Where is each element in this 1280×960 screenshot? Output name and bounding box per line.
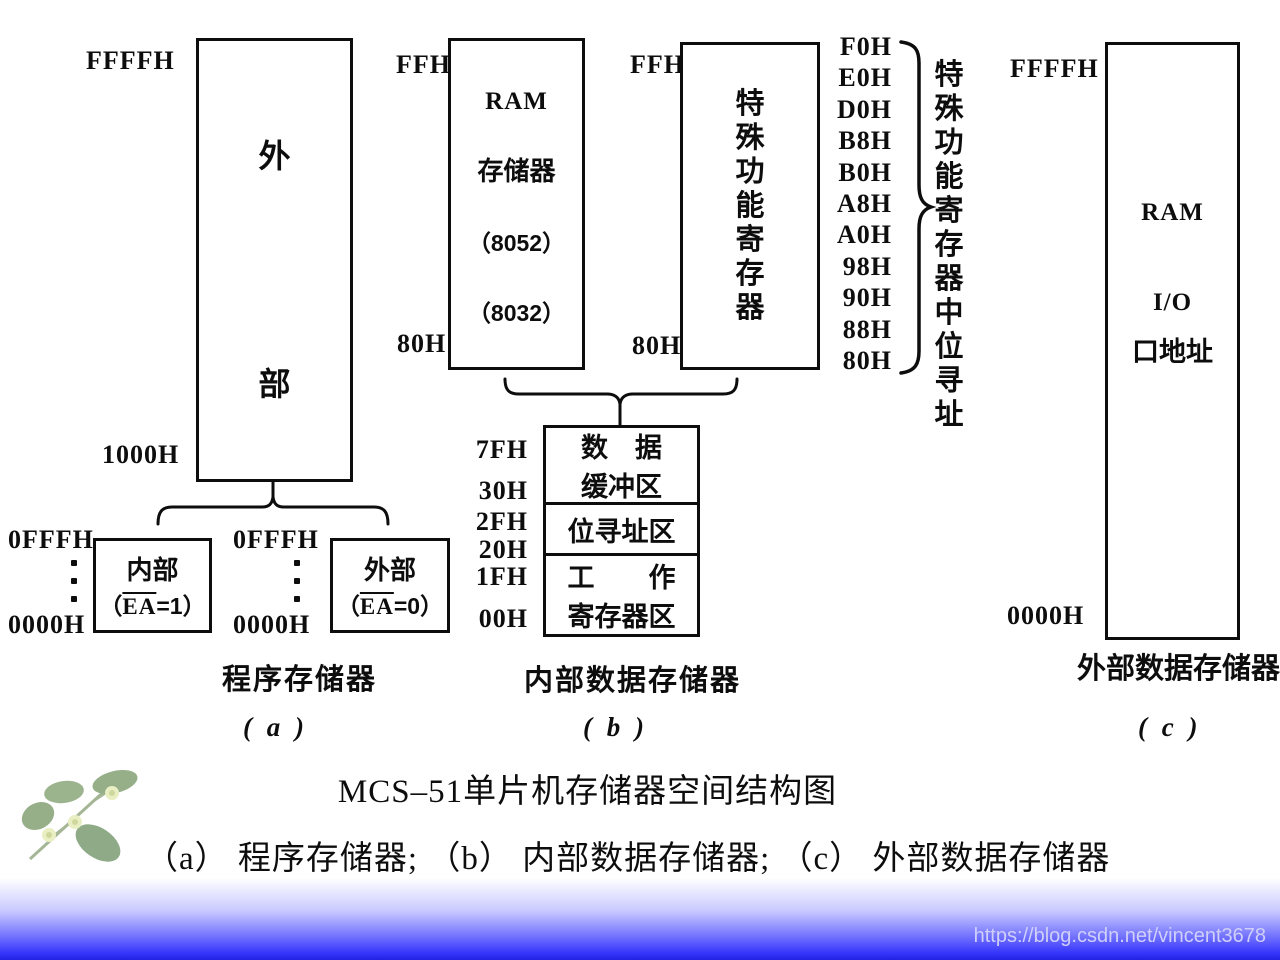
tag-a: ( a )	[243, 712, 308, 742]
vertical-ellipsis-icon	[71, 560, 77, 602]
sfr-address-list: F0H E0H D0H B8H B0H A8H A0H 98H 90H 88H …	[836, 34, 892, 374]
addr-ffh-ram: FFH	[396, 50, 451, 79]
external-ram-line-ram: RAM	[1141, 199, 1204, 226]
addr-0fffh-right: 0FFFH	[233, 525, 319, 554]
data-buffer-line2: 缓冲区	[581, 472, 662, 502]
sfr-address-brace	[899, 40, 937, 375]
sfr-address: E0H	[838, 63, 892, 93]
ea-overline: EA	[359, 594, 394, 619]
addr-1000h: 1000H	[102, 440, 180, 469]
sfr-address: A0H	[837, 220, 892, 250]
external-program-box: 外 部	[196, 38, 353, 482]
addr-2fh: 2FH	[475, 507, 528, 536]
sfr-address: 88H	[842, 314, 892, 344]
external-ram-line-port: 口地址	[1132, 337, 1213, 367]
addr-0000h-external: 0000H	[1007, 601, 1085, 630]
sfr-address: 80H	[842, 345, 892, 375]
addr-ffh-sfr: FFH	[630, 50, 685, 79]
watermark-url: https://blog.csdn.net/vincent3678	[973, 925, 1266, 947]
ram-box-line-ram: RAM	[485, 88, 548, 115]
ram-box-line-8032: （8032）	[467, 300, 566, 326]
addr-0000h-right: 0000H	[233, 610, 311, 639]
addr-7fh: 7FH	[475, 435, 528, 464]
sfr-bit-addressing-note: 特殊功能寄存器中位寻址	[934, 59, 964, 431]
addr-0000h-left: 0000H	[8, 610, 86, 639]
sfr-address: D0H	[837, 94, 892, 124]
external-program-box-line2: 部	[258, 366, 291, 402]
vertical-ellipsis-icon	[294, 560, 300, 602]
working-register-line1: 工 作	[567, 563, 676, 593]
internal-data-memory-brace	[503, 377, 739, 405]
program-memory-title: 程序存储器	[222, 664, 378, 696]
sfr-box-vertical-label: 特殊功能寄存器	[735, 88, 765, 324]
external-program-small-box: 外部 （EA=0）	[330, 538, 450, 633]
working-register-cell: 工 作 寄存器区	[546, 556, 697, 634]
addr-ffffh-external: FFFFH	[1010, 54, 1099, 83]
ram-box-line-cunchuqi: 存储器	[477, 156, 556, 186]
external-ram-box: RAM I/O 口地址	[1105, 42, 1240, 640]
tag-b: ( b )	[583, 712, 648, 742]
internal-program-box: 内部 （EA=1）	[93, 538, 212, 633]
external-program-box-line1: 外	[258, 138, 291, 174]
data-buffer-line1: 数 据	[581, 433, 662, 463]
ea-overline: EA	[122, 594, 157, 619]
figure-subtitle: （a） 程序存储器; （b） 内部数据存储器; （c） 外部数据存储器	[145, 841, 1111, 877]
addr-00h: 00H	[478, 604, 528, 633]
external-ram-line-io: I/O	[1152, 289, 1193, 316]
tag-c: ( c )	[1138, 712, 1202, 742]
sfr-address: F0H	[839, 32, 892, 61]
external-ea-condition: （EA=0）	[336, 593, 444, 619]
sfr-address: 90H	[842, 283, 892, 313]
internal-ram-map: 数 据 缓冲区 位寻址区 工 作 寄存器区	[543, 425, 700, 637]
external-program-small-label: 外部	[363, 555, 416, 585]
internal-ea-condition: （EA=1）	[99, 593, 206, 619]
addr-0fffh-left: 0FFFH	[8, 525, 94, 554]
addr-20h: 20H	[478, 535, 528, 564]
addr-ffffh-program: FFFFH	[86, 46, 175, 75]
internal-data-memory-title: 内部数据存储器	[524, 665, 742, 697]
bit-addressable-cell: 位寻址区	[546, 505, 697, 556]
working-register-line2: 寄存器区	[567, 602, 676, 632]
bottom-gradient-bar	[0, 878, 1280, 960]
addr-1fh: 1FH	[475, 562, 528, 591]
addr-80h-ram: 80H	[397, 329, 447, 358]
internal-program-label: 内部	[126, 555, 179, 585]
sfr-address: B8H	[838, 126, 892, 156]
sfr-address: B0H	[838, 157, 892, 187]
external-data-memory-title: 外部数据存储器	[1077, 653, 1280, 685]
ram-8052-box: RAM 存储器 （8052） （8032）	[448, 38, 585, 370]
sfr-box: 特殊功能寄存器	[680, 42, 820, 370]
sfr-address: A8H	[837, 188, 892, 218]
data-buffer-cell: 数 据 缓冲区	[546, 428, 697, 505]
addr-30h: 30H	[478, 476, 528, 505]
sfr-address: 98H	[842, 251, 892, 281]
addr-80h-sfr: 80H	[632, 331, 682, 360]
figure-title: MCS–51单片机存储器空间结构图	[337, 774, 838, 810]
ram-box-line-8052: （8052）	[467, 230, 566, 256]
program-memory-brace	[156, 496, 390, 526]
bit-addressable-line1: 位寻址区	[567, 516, 676, 547]
